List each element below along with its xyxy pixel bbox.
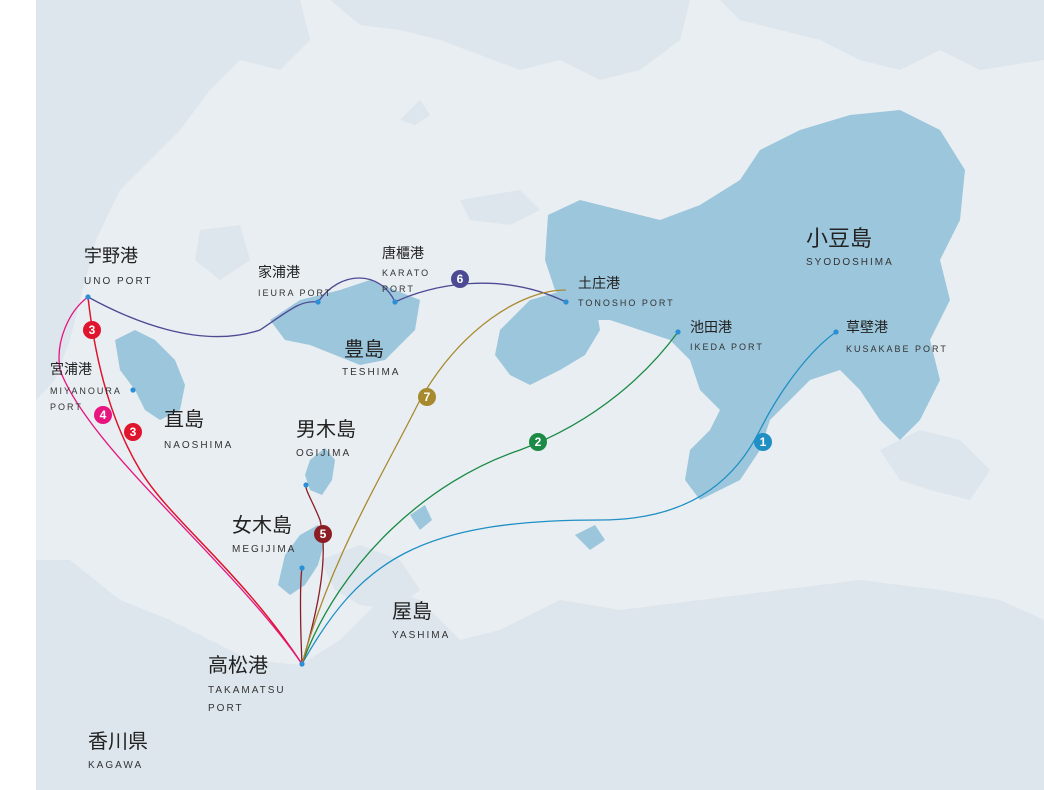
teshima-name: 豊島 <box>344 337 384 361</box>
route-badge-3 <box>83 321 101 339</box>
megijima-name: 女木島 <box>232 513 292 537</box>
route-line-2 <box>301 331 679 665</box>
kagawa-name-en: KAGAWA <box>88 760 143 771</box>
port-dot-3 <box>392 299 398 305</box>
route-badge-1 <box>754 433 772 451</box>
tonosho-port-name: 土庄港 <box>578 275 620 292</box>
port-dot-6 <box>833 329 839 335</box>
takamatsu-port-name: 高松港 <box>208 653 268 677</box>
naoshima-name: 直島 <box>164 407 204 431</box>
takamatsu-port-name-en-1: TAKAMATSU <box>208 685 286 696</box>
karato-port-name-en-1: KARATO <box>382 268 430 278</box>
route-badge-7 <box>451 270 469 288</box>
background-land <box>36 0 1044 790</box>
karato-port-name-en-2: PORT <box>382 284 415 294</box>
port-dot-10 <box>299 565 305 571</box>
small-island-2 <box>575 525 605 550</box>
uno-port-name: 宇野港 <box>84 246 138 267</box>
ogijima-island <box>305 448 335 495</box>
ieura-port-name: 家浦港 <box>258 264 300 281</box>
port-dot-8 <box>299 661 305 667</box>
naoshima-island <box>115 330 185 420</box>
ogijima-name-en: OGIJIMA <box>296 448 351 459</box>
route-line-1 <box>301 331 837 665</box>
route-badge-number-7: 6 <box>457 272 464 286</box>
route-badge-4 <box>124 423 142 441</box>
naoshima-name-en: NAOSHIMA <box>164 440 233 451</box>
port-dot-2 <box>315 299 321 305</box>
ieura-port-name-en: IEURA PORT <box>258 288 332 298</box>
karato-port-name: 唐櫃港 <box>382 245 424 262</box>
port-dot-7 <box>130 387 136 393</box>
teshima-island <box>270 280 420 365</box>
uno-port-name-en: UNO PORT <box>84 276 153 287</box>
route-badge-number-3: 3 <box>89 323 96 337</box>
megijima-island <box>278 525 325 595</box>
port-dot-5 <box>675 329 681 335</box>
route-badge-number-2: 2 <box>535 435 542 449</box>
route-line-8 <box>301 289 567 665</box>
miyanoura-port-name-en-2: PORT <box>50 402 83 412</box>
ikeda-port-name-en: IKEDA PORT <box>690 342 764 352</box>
teshima-name-en: TESHIMA <box>342 367 400 378</box>
routes-layer: 1 2 3 3 4 5 6 7 <box>58 270 837 665</box>
kusakabe-port-name: 草壁港 <box>846 320 888 336</box>
kagawa-name: 香川県 <box>88 729 148 753</box>
tonosho-island <box>495 290 600 385</box>
port-dot-1 <box>85 294 91 300</box>
megijima-name-en: MEGIJIMA <box>232 544 296 555</box>
port-dot-9 <box>303 482 309 488</box>
highlighted-islands <box>115 110 965 595</box>
kusakabe-port-name-en: KUSAKABE PORT <box>846 344 948 354</box>
route-badge-5 <box>94 406 112 424</box>
tonosho-port-name-en: TONOSHO PORT <box>578 298 675 308</box>
route-badge-6 <box>314 525 332 543</box>
miyanoura-port-name: 宮浦港 <box>50 362 92 378</box>
ports-layer <box>85 294 839 667</box>
route-badge-number-6: 5 <box>320 527 327 541</box>
shodoshima-name-en: SYODOSHIMA <box>806 257 894 268</box>
route-line-5 <box>58 296 303 665</box>
route-badge-number-5: 4 <box>100 408 107 422</box>
small-island-1 <box>410 505 432 530</box>
route-badge-2 <box>529 433 547 451</box>
route-line-4 <box>87 296 303 665</box>
yashima-name: 屋島 <box>392 599 432 623</box>
route-badge-number-4: 3 <box>130 425 137 439</box>
shodoshima-name: 小豆島 <box>806 227 872 252</box>
yashima-name-en: YASHIMA <box>392 630 450 641</box>
port-dot-4 <box>563 299 569 305</box>
takamatsu-port-name-en-2: PORT <box>208 703 244 714</box>
route-badge-8 <box>418 388 436 406</box>
route-badge-number-8: 7 <box>424 390 431 404</box>
ogijima-name: 男木島 <box>296 417 356 441</box>
ikeda-port-name: 池田港 <box>690 320 732 336</box>
miyanoura-port-name-en-1: MIYANOURA <box>50 386 122 396</box>
route-badge-number-1: 1 <box>760 435 767 449</box>
shodoshima-island <box>545 110 965 500</box>
